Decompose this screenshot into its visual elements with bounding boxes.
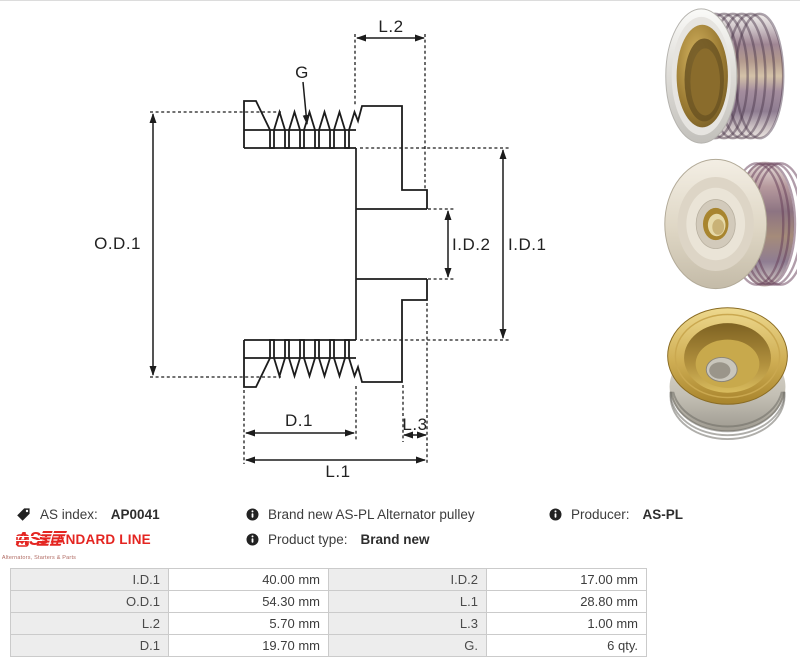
pulley-cross-section-drawing: O.D.1 L.2 G I.D.2 I.D.1 D.1 L.3 L.1 <box>94 17 546 481</box>
label-od1: O.D.1 <box>94 234 141 253</box>
section-divider <box>0 0 800 1</box>
product-type-row: Product type: Brand new <box>246 532 430 547</box>
spec-label: O.D.1 <box>10 590 169 613</box>
info-icon <box>549 508 562 521</box>
spec-value: 6 qty. <box>486 634 647 657</box>
producer-row: Producer: AS-PL <box>549 507 683 522</box>
spec-value: 28.80 mm <box>486 590 647 613</box>
product-photo-angled <box>648 3 796 156</box>
rim-surface-lines <box>244 129 427 359</box>
label-id2: I.D.2 <box>452 235 490 254</box>
product-photo-front <box>655 155 800 300</box>
product-photo-top <box>658 300 798 445</box>
aspl-brand-logo: AS Alternators, Starters & Parts <box>0 528 78 561</box>
spec-label: L.1 <box>328 590 487 613</box>
as-index-row: AS index: AP0041 <box>16 507 160 522</box>
table-row: L.2 5.70 mm L.3 1.00 mm <box>10 612 647 635</box>
product-description: Brand new AS-PL Alternator pulley <box>268 507 475 522</box>
spec-label: I.D.2 <box>328 568 487 591</box>
product-type-value: Brand new <box>360 532 430 547</box>
description-row: Brand new AS-PL Alternator pulley <box>246 507 475 522</box>
extension-lines <box>150 34 509 464</box>
table-row: I.D.1 40.00 mm I.D.2 17.00 mm <box>10 568 647 591</box>
table-row: D.1 19.70 mm G. 6 qty. <box>10 634 647 657</box>
info-icon <box>246 508 259 521</box>
spec-value: 17.00 mm <box>486 568 647 591</box>
spec-label: I.D.1 <box>10 568 169 591</box>
spec-label: L.3 <box>328 612 487 635</box>
spec-value: 19.70 mm <box>168 634 329 657</box>
spec-value: 5.70 mm <box>168 612 329 635</box>
product-type-label: Product type: <box>268 532 348 547</box>
label-l1: L.1 <box>325 462 350 481</box>
tag-icon <box>16 507 31 522</box>
info-icon <box>246 533 259 546</box>
spec-label: L.2 <box>10 612 169 635</box>
as-index-label: AS index: <box>40 507 98 522</box>
label-l3: L.3 <box>402 415 427 434</box>
standard-line-badge: STANDARD LINE <box>39 532 151 547</box>
spec-value: 54.30 mm <box>168 590 329 613</box>
label-l2: L.2 <box>378 17 403 36</box>
label-g: G <box>295 63 309 82</box>
spec-value: 40.00 mm <box>168 568 329 591</box>
spec-value: 1.00 mm <box>486 612 647 635</box>
pulley-profile-bottom <box>243 279 428 388</box>
producer-value: AS-PL <box>642 507 684 522</box>
aspl-logo-text: AS <box>15 529 41 549</box>
as-index-value: AP0041 <box>110 507 160 522</box>
aspl-logo-caption: Alternators, Starters & Parts <box>1 555 77 561</box>
pulley-profile-top <box>243 100 428 209</box>
producer-label: Producer: <box>571 507 630 522</box>
spec-label: D.1 <box>10 634 169 657</box>
aspl-logo-mark: AS <box>12 528 68 550</box>
table-row: O.D.1 54.30 mm L.1 28.80 mm <box>10 590 647 613</box>
dim-g-arrow <box>302 81 310 125</box>
spec-label: G. <box>328 634 487 657</box>
label-d1: D.1 <box>285 411 313 430</box>
label-id1: I.D.1 <box>508 235 546 254</box>
spec-table: I.D.1 40.00 mm I.D.2 17.00 mm O.D.1 54.3… <box>10 568 647 657</box>
